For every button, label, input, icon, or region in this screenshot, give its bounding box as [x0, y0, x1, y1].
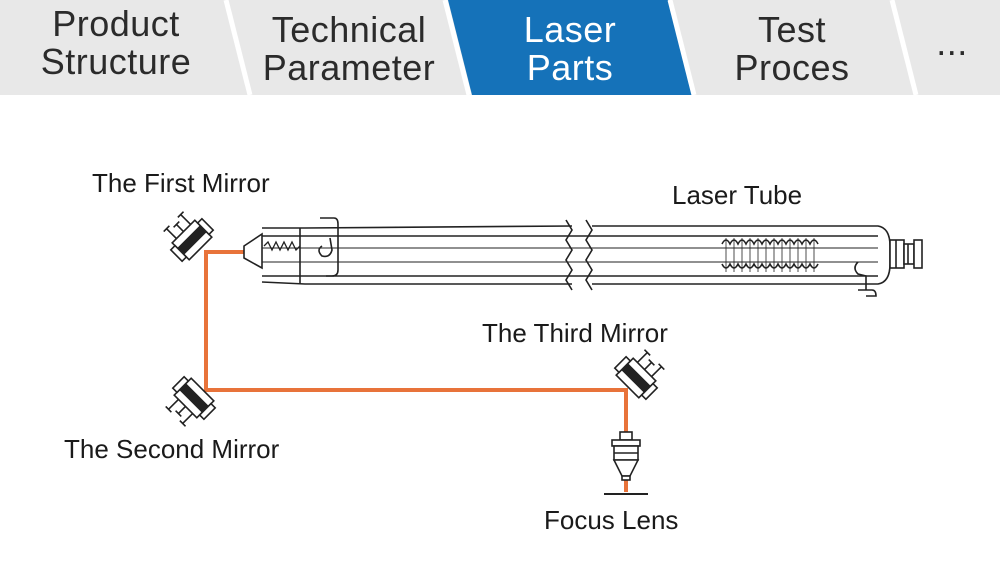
tab-bar-background: [0, 0, 1000, 95]
label-focus-lens: Focus Lens: [544, 505, 679, 535]
label-first-mirror: The First Mirror: [92, 168, 270, 198]
focus-lens-drawing: [604, 431, 648, 495]
first-mirror-drawing: [163, 211, 215, 263]
tab-active-background: [448, 0, 692, 95]
tab-bar: Product Structure Technical Parameter La…: [0, 0, 1000, 95]
laser-path-diagram: The First Mirror Laser Tube The Third Mi…: [0, 95, 1000, 576]
laser-tube-drawing: [243, 217, 923, 297]
label-laser-tube: Laser Tube: [672, 180, 803, 210]
tab-test-proces[interactable]: Test Proces: [734, 9, 850, 88]
tab-technical-parameter[interactable]: Technical Parameter: [262, 9, 436, 88]
label-second-mirror: The Second Mirror: [64, 434, 280, 464]
tab-laser-parts[interactable]: Laser Parts: [523, 9, 617, 88]
third-mirror-drawing: [613, 349, 665, 401]
label-third-mirror: The Third Mirror: [482, 318, 668, 348]
laser-path-drawing: [163, 211, 923, 495]
second-mirror-drawing: [165, 375, 217, 427]
tab-product-structure[interactable]: Product Structure: [40, 3, 192, 82]
tab-more[interactable]: ...: [936, 22, 968, 63]
